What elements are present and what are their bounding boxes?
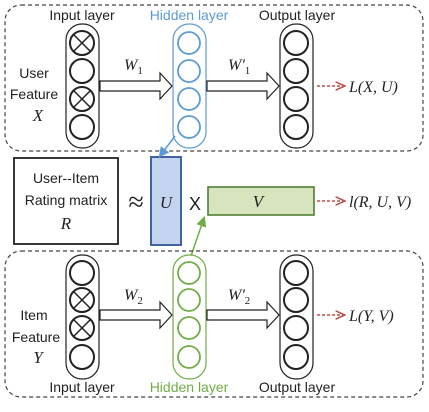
user-output-node-1 bbox=[283, 30, 309, 56]
item-autoencoder-section: Item Feature Y W2 W'2 bbox=[4, 250, 424, 398]
item-output-node-4 bbox=[283, 344, 309, 370]
item-hidden-node-2 bbox=[177, 288, 201, 312]
user-hidden-layer-label: Hidden layer bbox=[150, 7, 229, 23]
user-input-node-4 bbox=[69, 114, 95, 140]
item-output-node-2 bbox=[283, 287, 309, 313]
user-loss-label: L(X, U) bbox=[348, 79, 398, 96]
item-output-node-3 bbox=[283, 315, 309, 341]
item-feature-label-line1: Item bbox=[20, 307, 47, 323]
user-feature-var: X bbox=[32, 106, 44, 125]
user-input-node-1 bbox=[69, 30, 95, 56]
user-encoder-weight: W1 bbox=[124, 57, 143, 77]
u-matrix-label: U bbox=[160, 193, 174, 212]
hidden-to-v-connector bbox=[190, 216, 207, 257]
item-hidden-node-4 bbox=[177, 345, 201, 369]
item-input-node-2 bbox=[69, 287, 95, 313]
rating-matrix-label-line1: User--Item bbox=[33, 170, 99, 186]
item-feature-var: Y bbox=[33, 348, 44, 367]
u-matrix bbox=[150, 156, 182, 246]
mf-loss-label: l(R, U, V) bbox=[349, 194, 411, 211]
user-hidden-node-1 bbox=[177, 31, 201, 55]
user-feature-label-line2: Feature bbox=[10, 86, 58, 102]
item-hidden-node-3 bbox=[177, 316, 201, 340]
user-hidden-node-3 bbox=[177, 87, 201, 111]
user-input-layer-label: Input layer bbox=[49, 7, 115, 23]
user-hidden-layer-box bbox=[172, 23, 207, 149]
user-feature-label-line1: User bbox=[19, 65, 49, 81]
user-output-node-4 bbox=[283, 114, 309, 140]
rating-matrix-box bbox=[13, 157, 119, 245]
item-input-layer-label: Input layer bbox=[49, 379, 115, 395]
item-hidden-node-1 bbox=[177, 261, 201, 285]
item-input-node-4 bbox=[69, 344, 95, 370]
user-hidden-node-2 bbox=[177, 59, 201, 83]
item-feature-label-line2: Feature bbox=[12, 329, 60, 345]
user-encoder-arrow bbox=[99, 71, 173, 101]
user-input-node-2 bbox=[69, 58, 95, 84]
user-output-node-2 bbox=[283, 58, 309, 84]
item-decoder-arrow bbox=[206, 300, 280, 330]
user-decoder-arrow bbox=[206, 71, 280, 101]
item-loss-label: L(Y, V) bbox=[348, 308, 394, 325]
hidden-to-u-connector bbox=[158, 135, 176, 158]
v-matrix-label: V bbox=[253, 192, 266, 211]
user-output-node-3 bbox=[283, 86, 309, 112]
rating-matrix-var: R bbox=[60, 214, 72, 233]
item-decoder-weight: W'2 bbox=[228, 287, 250, 307]
user-decoder-weight: W'1 bbox=[228, 57, 250, 77]
rating-matrix-label-line2: Rating matrix bbox=[25, 192, 107, 208]
item-output-node-1 bbox=[283, 260, 309, 286]
item-encoder-weight: W2 bbox=[124, 287, 143, 307]
item-input-node-3 bbox=[69, 315, 95, 341]
item-hidden-layer-label: Hidden layer bbox=[150, 379, 229, 395]
item-section-border bbox=[4, 250, 424, 398]
matrix-factorization-section: User--Item Rating matrix R ≈ U X V l(R, … bbox=[13, 156, 411, 246]
item-output-layer-label: Output layer bbox=[259, 379, 336, 395]
user-output-layer-label: Output layer bbox=[259, 7, 336, 23]
user-input-node-3 bbox=[69, 86, 95, 112]
times-symbol: X bbox=[189, 194, 201, 214]
v-matrix bbox=[207, 186, 315, 216]
approx-symbol: ≈ bbox=[128, 187, 143, 218]
user-autoencoder-section: Input layer Hidden layer Output layer Us… bbox=[4, 4, 424, 152]
item-encoder-arrow bbox=[99, 300, 173, 330]
user-section-border bbox=[4, 4, 424, 152]
user-hidden-node-4 bbox=[177, 115, 201, 139]
item-input-node-1 bbox=[69, 260, 95, 286]
